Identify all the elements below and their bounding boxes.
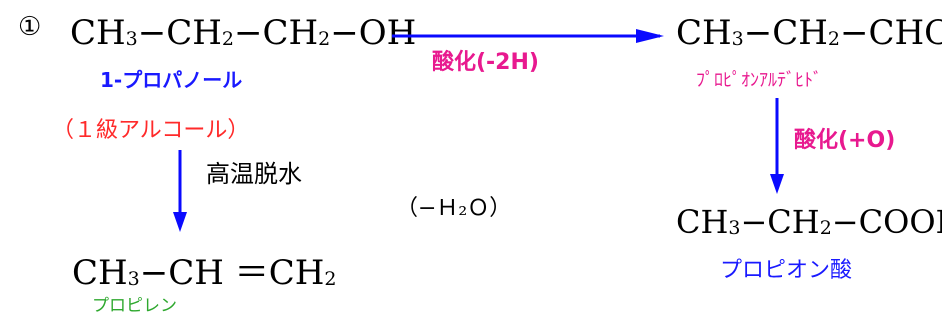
propanoic-acid-formula: CH3−CH2−COOH	[676, 203, 942, 241]
propanoic-acid-name: プロピオン酸	[720, 258, 853, 283]
dehydration-label: 高温脱水	[206, 160, 302, 188]
propanal-formula: CH3−CH2−CHO	[676, 13, 942, 53]
propanol-name: 1-プロパノール	[100, 68, 243, 92]
primary-alcohol-label: （１級アルコール）	[52, 118, 250, 143]
item-number: ①	[18, 12, 42, 42]
propanal-name: ﾌﾟﾛﾋﾟｵﾝｱﾙﾃﾞﾋﾄﾞ	[696, 70, 822, 91]
propanol-formula: CH3−CH2−CH2−OH	[70, 13, 417, 53]
dehydration-arrow-head	[173, 212, 187, 232]
oxidation-label-1: 酸化(-2H)	[432, 50, 539, 75]
oxidation-label-2: 酸化(+O)	[794, 128, 896, 153]
oxidation-arrow-2-head	[770, 174, 784, 194]
propylene-name: プロピレン	[92, 296, 177, 316]
oxidation-arrow-1-head	[636, 29, 664, 43]
water-loss-label: （−Ｈ₂Ｏ）	[396, 196, 512, 221]
propylene-formula: CH3−CH ＝CH2	[72, 253, 337, 293]
